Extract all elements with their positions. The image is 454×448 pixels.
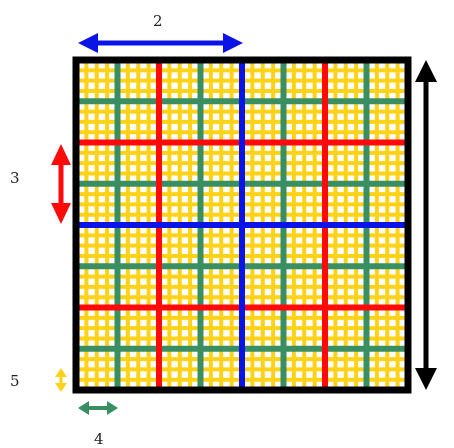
- label-left: 3: [10, 169, 20, 187]
- label-bottom-left: 5: [10, 372, 20, 390]
- top-blue-double-arrow: [78, 33, 243, 53]
- label-bottom: 4: [94, 430, 104, 448]
- grid-frame: [72, 56, 412, 394]
- right-black-double-arrow: [415, 60, 437, 390]
- label-top: 2: [153, 12, 163, 30]
- bottom-green-double-arrow: [78, 401, 118, 415]
- blue-grid-lines: [76, 60, 408, 390]
- left-red-double-arrow: [51, 144, 71, 224]
- small-yellow-double-arrow: [55, 368, 67, 392]
